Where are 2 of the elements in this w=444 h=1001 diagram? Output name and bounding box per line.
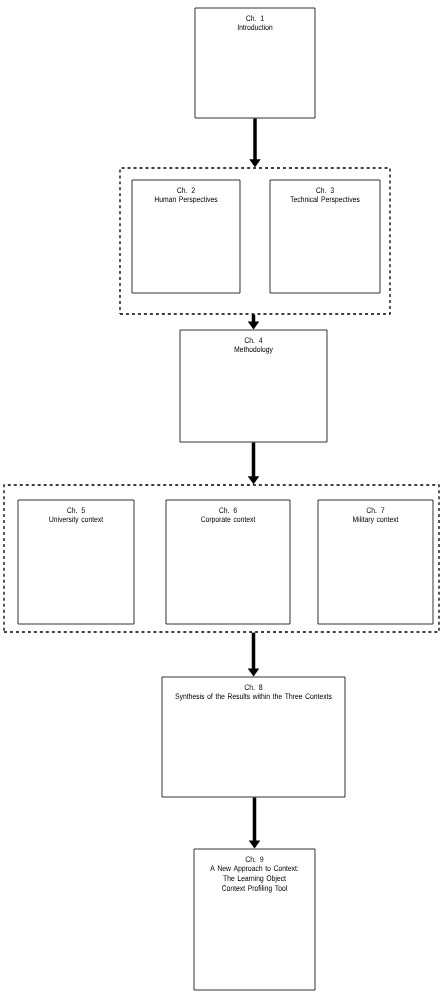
dashed-group-frame <box>119 167 391 315</box>
dashed-group-frame <box>3 484 440 633</box>
